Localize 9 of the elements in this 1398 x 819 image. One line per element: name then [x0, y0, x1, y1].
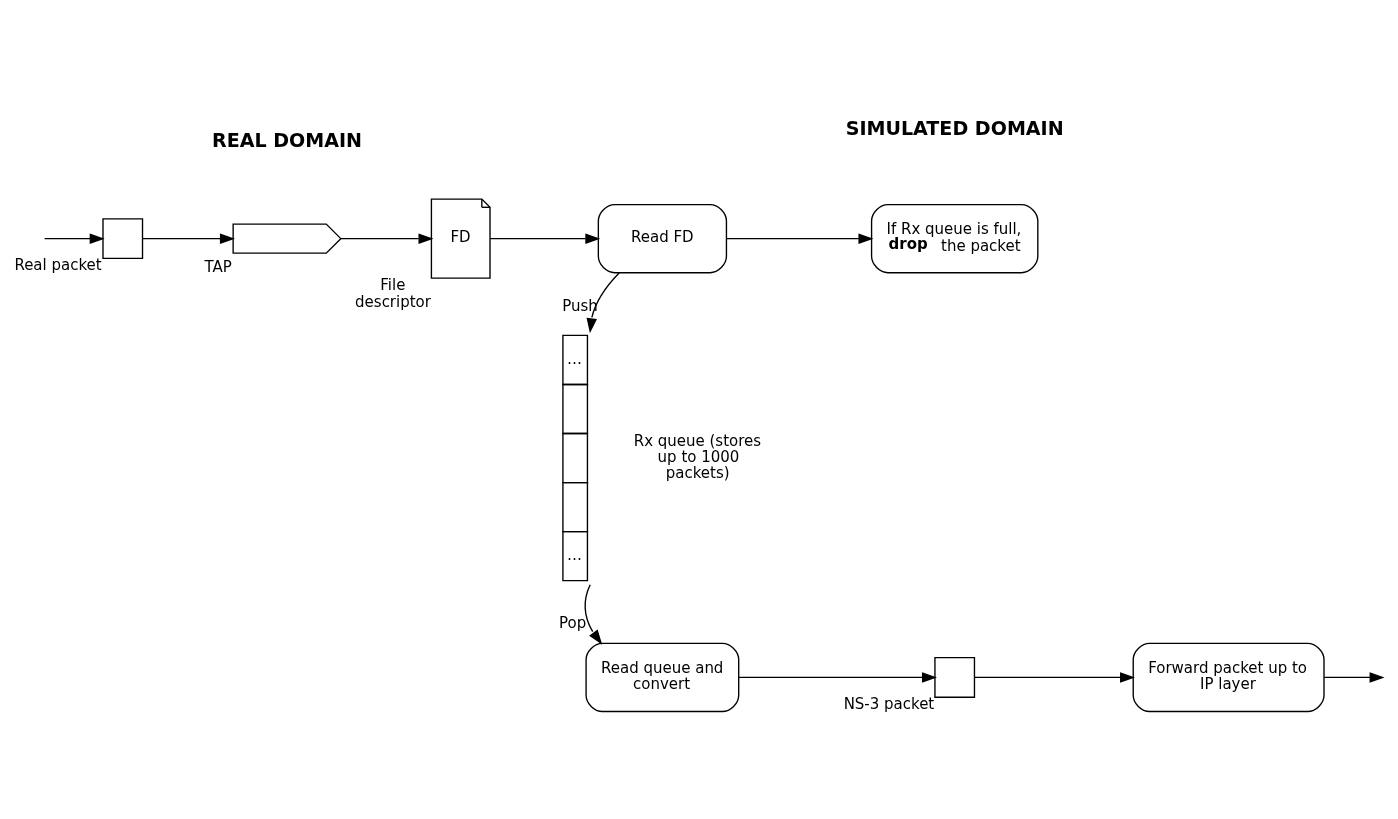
node-label: NS-3 packet: [843, 694, 935, 713]
label: REAL DOMAIN: [212, 128, 363, 151]
node-label: TAP: [204, 257, 232, 276]
node-label: Rx queue (stores up to 1000 packets): [633, 431, 762, 482]
node-label: Real packet: [14, 255, 102, 274]
edge-label: Push: [562, 296, 598, 315]
label: SIMULATED DOMAIN: [845, 116, 1064, 139]
node-label: File descriptor: [355, 275, 431, 310]
edge-label: Pop: [559, 613, 587, 632]
